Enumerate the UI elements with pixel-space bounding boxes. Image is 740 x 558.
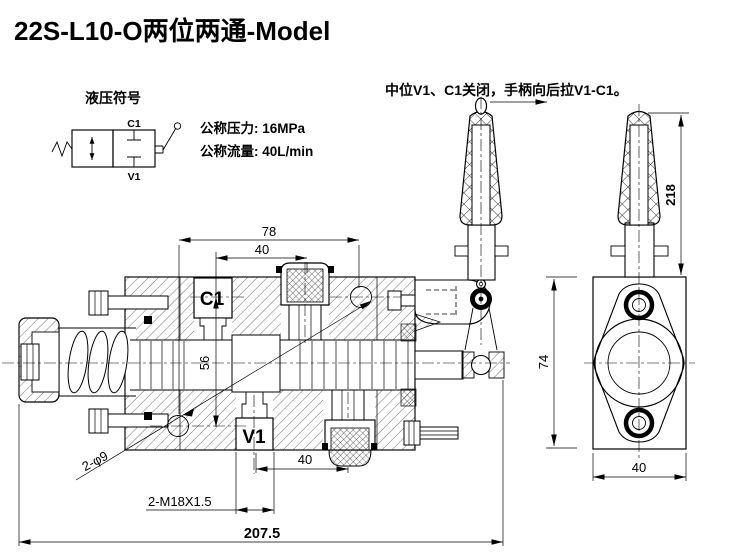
spool-grooves: [139, 341, 409, 389]
bolt-head: [387, 290, 402, 311]
label-holes: 2-φ9: [79, 448, 110, 474]
hydraulic-symbol: 液压符号 C1 V1: [51, 90, 182, 183]
bottom-plug-cap: [328, 449, 372, 467]
seal-square: [144, 316, 152, 324]
body-section-joints: [179, 277, 378, 450]
linkage-assembly: [414, 268, 505, 380]
bolt-shaft: [107, 295, 169, 310]
handle-stem: [467, 224, 496, 281]
dim-218: 218: [663, 184, 678, 206]
bolt-details: [408, 421, 458, 445]
pivot-pin-center: [478, 296, 484, 302]
bottom-plug-core: [330, 427, 370, 451]
spring-coil: [87, 330, 109, 394]
v1-port-box: [235, 417, 274, 451]
bottom-plug-stem-lines: [341, 390, 355, 420]
fork-links: [464, 307, 498, 351]
handle-washer-right: [494, 245, 509, 257]
left-bolts: [88, 290, 169, 434]
symbol-port-c1: C1: [127, 118, 141, 130]
bolt-head-facets: [94, 291, 102, 315]
adjust-plug: [20, 343, 40, 381]
symbol-lever: [155, 127, 177, 154]
side-end-view: [584, 104, 695, 458]
hydraulic-symbol-label: 液压符号: [85, 90, 141, 106]
bolt-head: [88, 408, 109, 434]
adjust-plug-lines: [26, 344, 34, 380]
dim-78: 78: [262, 224, 276, 239]
v1-port-neck: [241, 391, 268, 419]
ball-seat-right: [488, 351, 505, 379]
handle-stem-side: [624, 222, 655, 278]
handle-washer-right: [653, 245, 669, 257]
top-plug-stem-lines: [298, 305, 312, 340]
bolt-head: [88, 290, 109, 316]
spool: [130, 334, 415, 393]
page-title: 22S-L10-O两位两通-Model: [14, 16, 330, 46]
symbol-port-v1: V1: [128, 171, 141, 183]
handle-washer-left: [610, 245, 626, 257]
spring-chamber-walls: [58, 327, 136, 397]
c1-port-neck: [199, 317, 227, 341]
c1-port-label: C1: [200, 289, 225, 310]
gland-seal: [400, 323, 417, 342]
symbol-lever-knob: [173, 122, 182, 130]
label-thread: 2-M18X1.5: [148, 494, 212, 509]
spec-flow: 公称流量: 40L/min: [200, 143, 313, 159]
handle-front: [454, 97, 547, 345]
seal-square: [276, 266, 282, 273]
bolt-head: [403, 420, 421, 446]
symbol-box-left: [71, 129, 114, 168]
ball-joint: [470, 354, 492, 376]
handle-washer-left: [454, 245, 469, 257]
seal-square: [322, 443, 328, 450]
spec-pressure: 公称压力: 16MPa: [200, 120, 306, 136]
spring-coil: [107, 330, 129, 394]
spring: [67, 330, 129, 394]
operation-note: 中位V1、C1关闭，手柄向后拉V1-C1。: [385, 82, 628, 98]
dim-40-bottom: 40: [298, 452, 312, 467]
right-bolts: [387, 290, 459, 446]
bolt-head-facets: [94, 409, 102, 433]
leader-arrowhead: [183, 408, 194, 417]
leader-holes: [75, 300, 372, 481]
symbol-spring: [51, 140, 73, 158]
dim-40-side: 40: [632, 460, 646, 475]
bolt-shaft: [419, 426, 459, 440]
spool-center-land: [231, 334, 281, 393]
specs-block: 公称压力: 16MPa 公称流量: 40L/min: [200, 120, 313, 159]
dim-56: 56: [197, 356, 212, 370]
dim-40-top: 40: [255, 242, 269, 257]
v1-port: V1: [235, 391, 274, 451]
gland-seal: [400, 388, 417, 407]
bracket-rib: [414, 313, 442, 332]
bolt-shaft: [107, 413, 169, 428]
seal-square: [328, 266, 334, 273]
symbol-closed-ports: [127, 130, 141, 167]
spring-end-cap: [18, 317, 60, 403]
dim-74: 74: [536, 355, 551, 369]
spool-rod: [414, 350, 464, 380]
seal-square: [371, 443, 377, 450]
dim-207: 207.5: [244, 526, 280, 542]
c1-port-box: [193, 277, 233, 319]
seal-square: [144, 412, 152, 420]
hidden-bolt: [426, 286, 457, 318]
